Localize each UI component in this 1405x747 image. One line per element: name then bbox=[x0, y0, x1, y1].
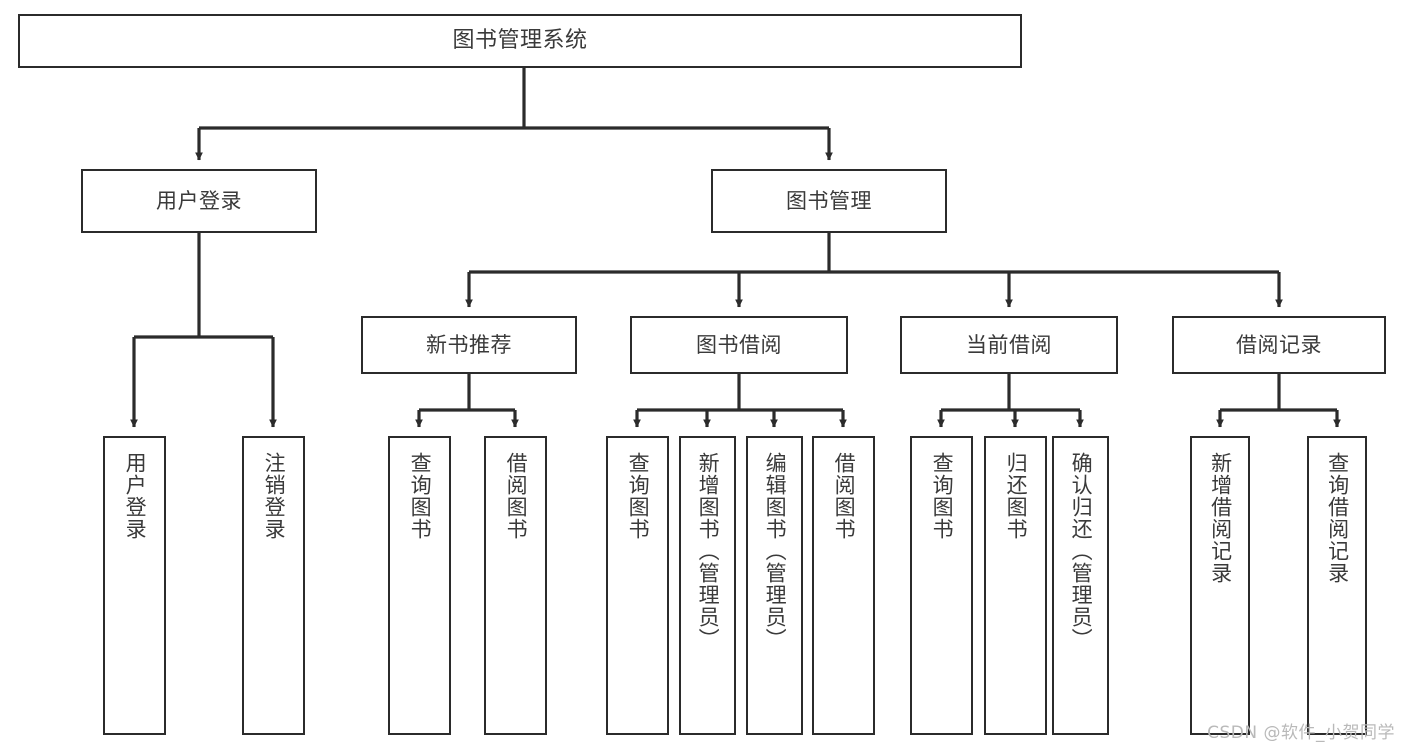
node-label: 查询图书 bbox=[930, 452, 955, 540]
leaf-query-book-current[interactable]: 查询图书 bbox=[910, 436, 973, 735]
node-label: 图书管理 bbox=[786, 188, 872, 213]
leaf-edit-book-admin[interactable]: 编辑图书（管理员） bbox=[746, 436, 803, 735]
node-book-management[interactable]: 图书管理 bbox=[711, 169, 947, 233]
node-borrow-record[interactable]: 借阅记录 bbox=[1172, 316, 1386, 374]
leaf-user-logout[interactable]: 注销登录 bbox=[242, 436, 305, 735]
node-label: 借阅图书 bbox=[504, 452, 529, 540]
node-label: 注销登录 bbox=[262, 452, 287, 540]
node-label: 确认归还（管理员） bbox=[1069, 452, 1094, 650]
leaf-query-book-borrow[interactable]: 查询图书 bbox=[606, 436, 669, 735]
leaf-query-book-newbook[interactable]: 查询图书 bbox=[388, 436, 451, 735]
leaf-borrow-book-newbook[interactable]: 借阅图书 bbox=[484, 436, 547, 735]
leaf-query-borrow-record[interactable]: 查询借阅记录 bbox=[1307, 436, 1367, 735]
node-label: 当前借阅 bbox=[966, 332, 1052, 357]
leaf-add-borrow-record[interactable]: 新增借阅记录 bbox=[1190, 436, 1250, 735]
node-label: 归还图书 bbox=[1004, 452, 1029, 540]
node-label: 查询借阅记录 bbox=[1325, 452, 1350, 584]
node-root-system[interactable]: 图书管理系统 bbox=[18, 14, 1022, 68]
node-label: 编辑图书（管理员） bbox=[763, 452, 788, 650]
node-user-login[interactable]: 用户登录 bbox=[81, 169, 317, 233]
node-label: 借阅图书 bbox=[832, 452, 857, 540]
node-label: 新增图书（管理员） bbox=[696, 452, 721, 650]
node-label: 新书推荐 bbox=[426, 332, 512, 357]
node-label: 用户登录 bbox=[123, 452, 148, 540]
node-current-borrow[interactable]: 当前借阅 bbox=[900, 316, 1118, 374]
node-book-borrow[interactable]: 图书借阅 bbox=[630, 316, 848, 374]
node-new-book-recommendation[interactable]: 新书推荐 bbox=[361, 316, 577, 374]
leaf-confirm-return-admin[interactable]: 确认归还（管理员） bbox=[1052, 436, 1109, 735]
node-label: 借阅记录 bbox=[1236, 332, 1322, 357]
node-label: 图书管理系统 bbox=[452, 28, 588, 54]
leaf-lend-book[interactable]: 借阅图书 bbox=[812, 436, 875, 735]
node-label: 图书借阅 bbox=[696, 332, 782, 357]
leaf-return-book[interactable]: 归还图书 bbox=[984, 436, 1047, 735]
node-label: 查询图书 bbox=[408, 452, 433, 540]
node-label: 查询图书 bbox=[626, 452, 651, 540]
node-label: 用户登录 bbox=[156, 188, 242, 213]
leaf-user-login[interactable]: 用户登录 bbox=[103, 436, 166, 735]
leaf-add-book-admin[interactable]: 新增图书（管理员） bbox=[679, 436, 736, 735]
node-label: 新增借阅记录 bbox=[1208, 452, 1233, 584]
